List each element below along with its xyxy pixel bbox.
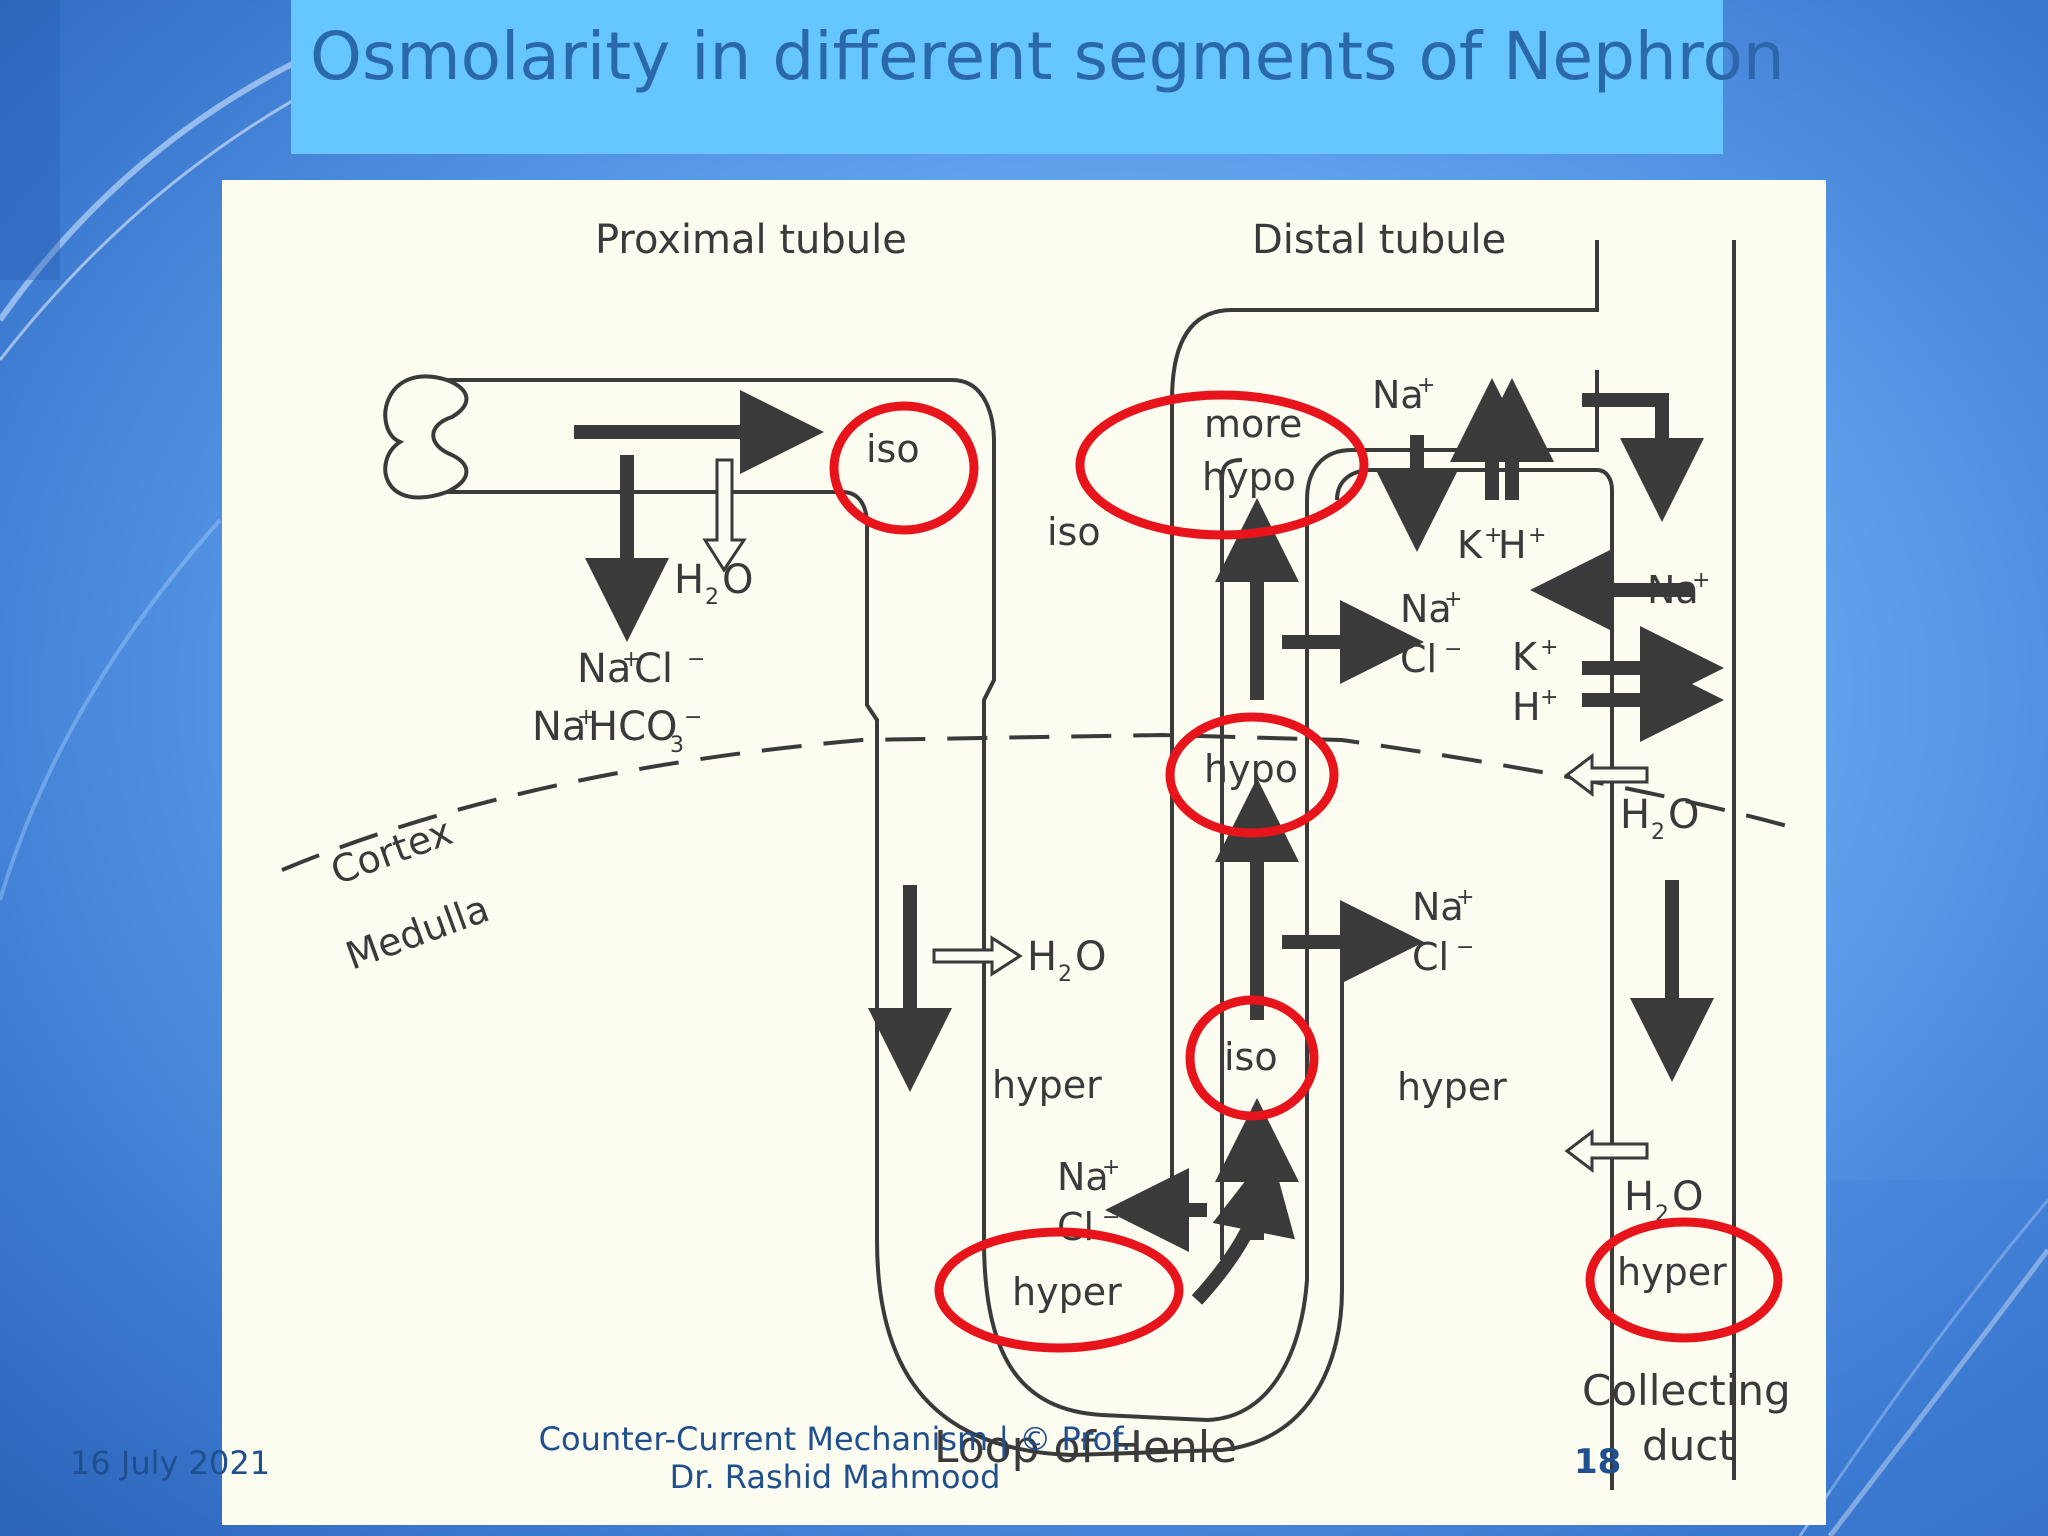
osmolarity-iso-interstitium: iso — [1047, 510, 1101, 554]
loop-of-henle-label: Loop of Henle — [934, 1422, 1237, 1473]
svg-text:−: − — [1444, 637, 1462, 662]
duct-label: duct — [1642, 1421, 1735, 1470]
solute-h2o-proximal: H 2 O — [674, 557, 753, 610]
svg-text:−: − — [684, 705, 702, 730]
svg-text:HCO: HCO — [588, 704, 678, 750]
red-circle-highlight — [829, 390, 1783, 1353]
solute-na-collecting: Na + — [1647, 568, 1710, 612]
svg-text:+: + — [1540, 635, 1558, 660]
page-number: 18 — [1574, 1442, 1622, 1482]
svg-text:Na: Na — [1412, 885, 1464, 929]
solute-nacl-proximal: Na + Cl − — [577, 646, 705, 692]
osmolarity-more-label: more — [1204, 402, 1302, 446]
svg-text:−: − — [1456, 935, 1474, 960]
solute-nacl-ascending-lower: Na + Cl − — [1412, 885, 1474, 979]
svg-text:−: − — [1102, 1205, 1120, 1230]
osmolarity-hypo-mid: hypo — [1204, 747, 1298, 791]
osmolarity-hyper-collecting: hyper — [1617, 1250, 1727, 1294]
osmolarity-hyper-interstitium: hyper — [1397, 1065, 1507, 1109]
nephron-tubule-outline — [383, 240, 1736, 1490]
svg-text:−: − — [687, 647, 705, 672]
solute-nacl-bend: Na + Cl − — [1057, 1155, 1120, 1249]
hollow-arrow-icon — [702, 458, 1649, 1174]
svg-text:K: K — [1512, 635, 1538, 679]
svg-text:+: + — [1692, 568, 1710, 593]
svg-text:H: H — [1620, 792, 1650, 838]
svg-text:2: 2 — [1058, 962, 1072, 987]
osmolarity-hyper-descending: hyper — [992, 1063, 1102, 1107]
solute-kh-distal-top: K + H + — [1457, 523, 1546, 567]
svg-text:Cl: Cl — [1412, 935, 1449, 979]
svg-text:Na: Na — [577, 646, 631, 692]
solute-h2o-collecting-lower: H 2 O — [1624, 1174, 1703, 1227]
solute-na-distal-top: Na + — [1372, 373, 1435, 417]
solute-kh-collecting: K + H + — [1512, 635, 1558, 729]
svg-text:+: + — [622, 647, 640, 672]
solute-h2o-collecting-upper: H 2 O — [1620, 792, 1699, 845]
svg-text:Na: Na — [1400, 587, 1452, 631]
svg-text:+: + — [1417, 373, 1435, 398]
svg-text:Na: Na — [1647, 568, 1699, 612]
svg-text:O: O — [1668, 792, 1699, 838]
solid-arrow-icon — [574, 378, 1724, 1305]
footer-date: 16 July 2021 — [70, 1444, 271, 1482]
solute-nacl-ascending-upper: Na + Cl − — [1400, 587, 1462, 681]
svg-text:3: 3 — [670, 733, 684, 758]
svg-text:H: H — [1498, 523, 1527, 567]
svg-text:+: + — [577, 705, 595, 730]
osmolarity-hypo-top: hypo — [1202, 455, 1296, 499]
osmolarity-iso-ascending: iso — [1224, 1035, 1278, 1079]
svg-text:H: H — [1027, 934, 1057, 980]
osmolarity-iso-proximal: iso — [866, 427, 920, 471]
svg-text:2: 2 — [1651, 820, 1665, 845]
svg-text:+: + — [1484, 523, 1502, 548]
svg-text:Cl: Cl — [634, 646, 673, 692]
solute-nahco3-proximal: Na + HCO 3 − — [532, 704, 702, 758]
svg-text:2: 2 — [705, 585, 719, 610]
title-bar — [291, 0, 1723, 154]
nephron-diagram: Proximal tubule Distal tubule iso iso mo… — [222, 180, 1826, 1525]
collecting-label: Collecting — [1582, 1366, 1791, 1415]
solute-h2o-descending: H 2 O — [1027, 934, 1106, 987]
svg-text:Cl: Cl — [1057, 1205, 1094, 1249]
figure-paper — [222, 180, 1826, 1525]
osmolarity-hyper-bend: hyper — [1012, 1270, 1122, 1314]
svg-text:+: + — [1528, 523, 1546, 548]
svg-text:Na: Na — [1057, 1155, 1109, 1199]
svg-text:Na: Na — [1372, 373, 1424, 417]
cortex-medulla-boundary — [281, 732, 1803, 872]
svg-text:+: + — [1540, 685, 1558, 710]
svg-text:+: + — [1444, 587, 1462, 612]
proximal-tubule-label: Proximal tubule — [595, 217, 907, 263]
svg-text:+: + — [1102, 1155, 1120, 1180]
distal-tubule-label: Distal tubule — [1252, 217, 1506, 263]
svg-text:O: O — [722, 557, 753, 603]
svg-text:O: O — [1672, 1174, 1703, 1220]
svg-text:H: H — [1512, 685, 1541, 729]
svg-text:Na: Na — [532, 704, 586, 750]
svg-text:O: O — [1075, 934, 1106, 980]
svg-text:K: K — [1457, 523, 1483, 567]
svg-text:H: H — [1624, 1174, 1654, 1220]
footer-credit: Counter-Current Mechanism | © Prof. Dr. … — [538, 1420, 1132, 1496]
svg-text:+: + — [1456, 885, 1474, 910]
svg-text:H: H — [674, 557, 704, 603]
svg-text:Cl: Cl — [1400, 637, 1437, 681]
slide-title: Osmolarity in different segments of Neph… — [310, 18, 1785, 95]
